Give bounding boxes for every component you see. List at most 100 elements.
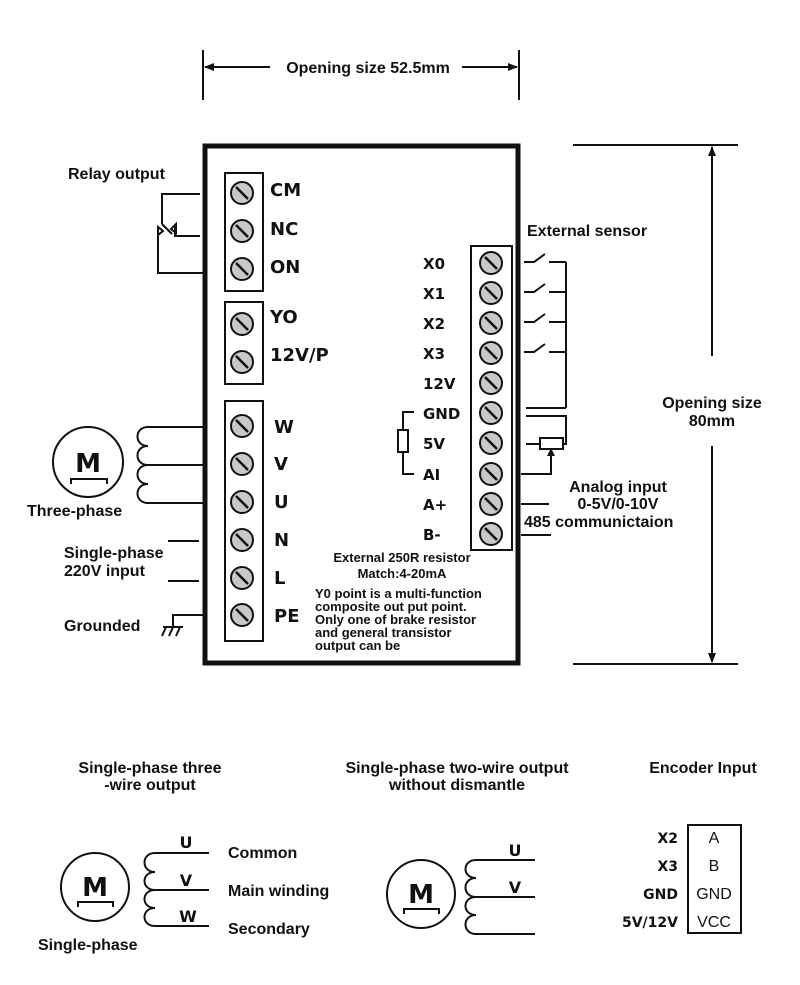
two-wire-title-line1: Single-phase two-wire output <box>345 760 569 777</box>
y0-note-line: Only one of brake resistor <box>315 612 476 627</box>
rs485-label: 485 communictaion <box>524 514 673 531</box>
external-resistor-symbol <box>397 411 414 475</box>
terminal-label-12vp: 12V/P <box>270 345 329 366</box>
terminal-screw-x3[interactable] <box>479 341 503 365</box>
three-wire-role-common: Common <box>228 845 297 862</box>
terminal-screw-aplus[interactable] <box>479 492 503 516</box>
three-phase-motor: M <box>52 426 203 504</box>
winding-coil-upper <box>136 426 203 466</box>
terminal-screw-nc[interactable] <box>230 219 254 243</box>
terminal-label-n: N <box>274 530 289 551</box>
encoder-signal-label: A <box>709 830 720 847</box>
three-wire-role-main: Main winding <box>228 883 329 900</box>
terminal-screw-pe[interactable] <box>230 603 254 627</box>
screw-slot <box>235 533 249 547</box>
screw-slot <box>484 316 498 330</box>
screw-slot <box>235 224 249 238</box>
terminal-screw-x2[interactable] <box>479 311 503 335</box>
terminal-label-gnd: GND <box>423 405 460 423</box>
terminal-label-cm: CM <box>270 180 301 201</box>
terminal-label-x0: X0 <box>423 255 445 273</box>
winding-coil-lower <box>143 889 209 927</box>
motor-circle <box>60 852 130 922</box>
terminal-label-x1: X1 <box>423 285 445 303</box>
terminal-label-bminus: B- <box>423 526 441 544</box>
y0-note-line: and general transistor <box>315 625 452 640</box>
motor-symbol-m: M <box>75 449 101 479</box>
ground-icon <box>161 614 203 637</box>
encoder-pin-label: X3 <box>657 859 678 875</box>
terminal-screw-on[interactable] <box>230 257 254 281</box>
motor-underline <box>77 901 114 907</box>
winding-coil-lower <box>136 464 203 504</box>
screw-slot <box>235 355 249 369</box>
relay-contact-symbol <box>157 193 203 274</box>
three-wire-terminal-w: W <box>179 907 197 926</box>
terminal-label-u: U <box>274 492 289 513</box>
three-wire-terminal-v: V <box>180 871 193 890</box>
resistor-note-line1: External 250R resistor <box>333 550 470 565</box>
terminal-label-yo: YO <box>269 307 298 328</box>
potentiometer-symbol <box>521 415 567 475</box>
terminal-label-pe: PE <box>274 606 300 627</box>
encoder-pin-label: X2 <box>657 831 678 847</box>
three-phase-label: Three-phase <box>27 503 122 520</box>
terminal-label-on: ON <box>270 257 300 278</box>
relay-output-label: Relay output <box>68 166 166 183</box>
encoder-connector <box>687 824 742 934</box>
terminal-label-x2: X2 <box>423 315 445 333</box>
screw-slot <box>484 256 498 270</box>
single-phase-caption: Single-phase <box>38 937 138 954</box>
terminal-screw-12vp[interactable] <box>230 350 254 374</box>
terminal-screw-l[interactable] <box>230 566 254 590</box>
winding-coil-upper <box>143 852 209 891</box>
screw-slot <box>484 467 498 481</box>
resistor-note-line2: Match:4-20mA <box>358 566 447 581</box>
terminal-screw-5v[interactable] <box>479 431 503 455</box>
screw-slot <box>484 406 498 420</box>
screw-slot <box>484 527 498 541</box>
encoder-pin-label: 5V/12V <box>622 915 678 931</box>
single-phase-input-line2: 220V input <box>64 563 146 580</box>
terminal-screw-ai[interactable] <box>479 462 503 486</box>
height-dimension-label-line2: 80mm <box>689 413 735 430</box>
terminal-screw-w[interactable] <box>230 414 254 438</box>
sensor-switch-x3 <box>524 343 566 353</box>
terminal-screw-u[interactable] <box>230 490 254 514</box>
screw-slot <box>235 457 249 471</box>
grounded-label: Grounded <box>64 618 140 635</box>
terminal-screw-cm[interactable] <box>230 181 254 205</box>
motor-symbol-m: M <box>408 880 434 910</box>
single-phase-input-line1: Single-phase <box>64 545 164 562</box>
winding-coil-lower <box>464 896 535 935</box>
screw-slot <box>235 608 249 622</box>
single-phase-motor-3wire: M <box>60 852 209 927</box>
y0-note-line: composite out put point. <box>315 599 467 614</box>
sensor-switch-x1 <box>524 283 566 293</box>
terminal-label-5v: 5V <box>423 435 445 453</box>
sensor-switch-x0 <box>524 253 566 263</box>
terminal-label-aplus: A+ <box>423 496 447 514</box>
y0-note-line: output can be <box>315 638 400 653</box>
terminal-screw-12v[interactable] <box>479 371 503 395</box>
single-phase-motor-2wire: M <box>386 859 535 935</box>
sensor-switch-x2 <box>524 313 566 323</box>
motor-circle <box>386 859 456 929</box>
terminal-label-nc: NC <box>270 219 298 240</box>
sensor-switches <box>524 253 566 353</box>
terminal-label-12v: 12V <box>423 375 456 393</box>
height-dimension: Opening size 80mm <box>573 144 762 665</box>
encoder-signal-label: GND <box>696 886 732 903</box>
terminal-label-v: V <box>274 454 288 475</box>
terminal-screw-yo[interactable] <box>230 312 254 336</box>
terminal-screw-n[interactable] <box>230 528 254 552</box>
terminal-screw-bminus[interactable] <box>479 522 503 546</box>
terminal-screw-x0[interactable] <box>479 251 503 275</box>
terminal-screw-v[interactable] <box>230 452 254 476</box>
motor-underline <box>403 908 440 914</box>
winding-coil-upper <box>464 859 535 898</box>
analog-input-label-line2: 0-5V/0-10V <box>578 496 659 513</box>
terminal-screw-x1[interactable] <box>479 281 503 305</box>
encoder-signal-label: VCC <box>697 914 731 931</box>
terminal-screw-gnd[interactable] <box>479 401 503 425</box>
